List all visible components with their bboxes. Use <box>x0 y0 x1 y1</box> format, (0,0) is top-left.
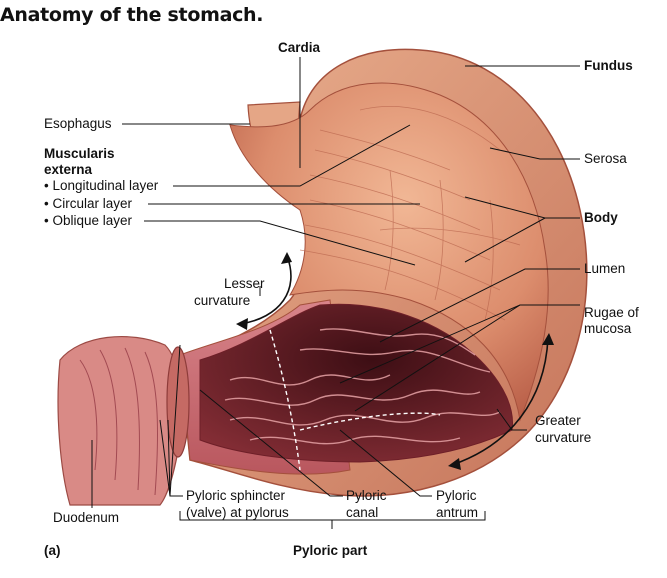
page-title: Anatomy of the stomach. <box>0 4 264 26</box>
label-oblique-layer: • Oblique layer <box>44 213 133 228</box>
label-pyloric-sphincter: Pyloric sphincter <box>186 488 286 503</box>
label-pyloric-canal: Pyloric <box>346 488 387 503</box>
panel-label: (a) <box>44 543 61 558</box>
duodenum-tube <box>57 335 183 506</box>
label-greater: Greater <box>535 413 581 428</box>
greater-arrow-head-top <box>542 333 554 345</box>
leader-lines <box>91 57 580 529</box>
rugae-folds <box>224 328 501 445</box>
label-canal: canal <box>346 505 379 520</box>
label-duodenum: Duodenum <box>53 510 120 525</box>
label-lesser-curvature: curvature <box>194 293 251 308</box>
label-greater-curvature: curvature <box>535 430 592 445</box>
label-externa: externa <box>44 162 93 177</box>
greater-curvature-arrow <box>451 337 549 466</box>
label-antrum: antrum <box>436 505 479 520</box>
lesser-arrow-head-bottom <box>236 318 248 330</box>
label-body: Body <box>584 210 618 225</box>
muscularis-layer <box>229 82 549 422</box>
label-esophagus: Esophagus <box>44 116 112 131</box>
label-pyloric-antrum: Pyloric <box>436 488 477 503</box>
antrum-boundary <box>299 412 441 431</box>
label-muscularis: Muscularis <box>44 146 115 161</box>
label-mucosa: mucosa <box>584 321 632 336</box>
label-pyloric-sphincter-valve: (valve) at pylorus <box>186 505 289 520</box>
pyloric-sphincter <box>166 346 190 458</box>
lesser-curvature-arrow <box>239 255 292 325</box>
greater-arrow-head-bottom <box>448 458 461 470</box>
label-lumen: Lumen <box>584 261 626 276</box>
label-pyloric-part: Pyloric part <box>293 543 368 558</box>
label-longitudinal-layer: • Longitudinal layer <box>44 178 159 193</box>
label-lesser: Lesser <box>224 276 265 291</box>
duodenum-folds <box>79 347 159 496</box>
pyloric-canal-boundary <box>269 329 301 471</box>
label-rugae: Rugae of <box>584 305 639 320</box>
label-cardia: Cardia <box>278 40 321 55</box>
label-circular-layer: • Circular layer <box>44 196 132 211</box>
label-fundus: Fundus <box>584 58 633 73</box>
label-serosa: Serosa <box>584 151 627 166</box>
lesser-arrow-head-top <box>281 252 292 264</box>
